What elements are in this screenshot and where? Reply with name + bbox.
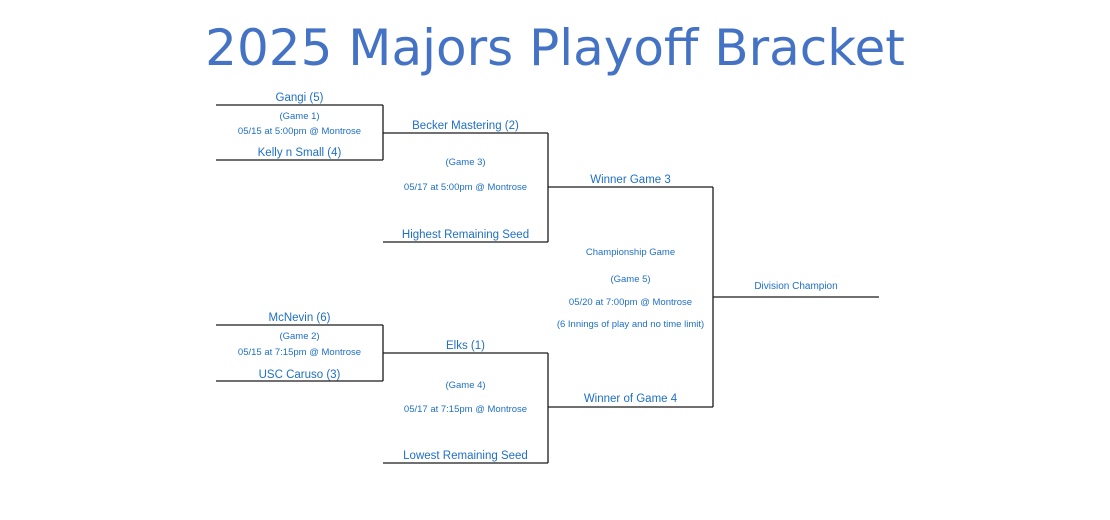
final-name: Championship Game — [585, 247, 676, 258]
game3-bottom-team: Highest Remaining Seed — [401, 229, 530, 241]
game3-number: (Game 3) — [445, 157, 486, 168]
game1-time: 05/15 at 5:00pm @ Montrose — [237, 126, 362, 137]
page-title: 2025 Majors Playoff Bracket — [205, 19, 905, 77]
game4-bottom-team: Lowest Remaining Seed — [403, 450, 528, 462]
game4-top-team: Elks (1) — [446, 340, 485, 352]
final-note: (6 Innings of play and no time limit) — [556, 319, 705, 330]
game2-time: 05/15 at 7:15pm @ Montrose — [237, 347, 362, 358]
game1-bottom-team: Kelly n Small (4) — [257, 147, 342, 159]
game4-number: (Game 4) — [445, 380, 486, 391]
game2-number: (Game 2) — [279, 331, 320, 342]
final-top-team: Winner Game 3 — [590, 174, 671, 186]
final-bottom-team: Winner of Game 4 — [583, 393, 678, 405]
game4-time: 05/17 at 7:15pm @ Montrose — [403, 404, 528, 415]
final-number: (Game 5) — [610, 274, 651, 285]
game1-number: (Game 1) — [279, 111, 320, 122]
division-champion-label: Division Champion — [754, 281, 838, 292]
game1-top-team: Gangi (5) — [275, 92, 324, 104]
final-time: 05/20 at 7:00pm @ Montrose — [568, 297, 693, 308]
game3-time: 05/17 at 5:00pm @ Montrose — [403, 182, 528, 193]
game3-top-team: Becker Mastering (2) — [412, 120, 519, 132]
game2-top-team: McNevin (6) — [268, 312, 331, 324]
game2-bottom-team: USC Caruso (3) — [258, 369, 341, 381]
